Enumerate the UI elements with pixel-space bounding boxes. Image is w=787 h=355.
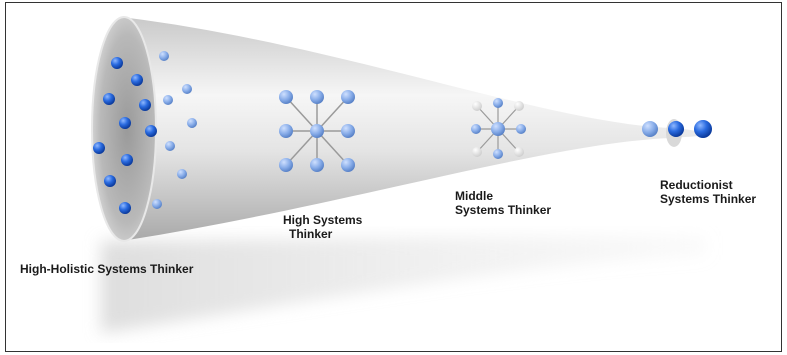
high-systems-network	[279, 90, 355, 172]
diagram-frame: High-Holistic Systems Thinker High Syste…	[5, 2, 782, 352]
holistic-scatter-nodes	[152, 51, 197, 209]
holistic-nodes	[93, 57, 157, 214]
funnel-shadow	[101, 235, 706, 333]
label-reductionist-line1: Reductionist	[660, 178, 733, 192]
label-middle-line1: Middle	[455, 189, 493, 203]
label-reductionist-thinker: Reductionist Systems Thinker	[660, 178, 756, 206]
label-high-line1: High Systems	[283, 213, 363, 227]
label-holistic-text: High-Holistic Systems Thinker	[20, 262, 194, 276]
label-middle-line2: Systems Thinker	[455, 203, 552, 217]
label-holistic-thinker: High-Holistic Systems Thinker	[20, 262, 193, 276]
middle-systems-network	[471, 98, 526, 159]
label-middle-systems-thinker: Middle Systems Thinker	[455, 189, 551, 217]
label-reductionist-line2: Systems Thinker	[660, 192, 757, 206]
funnel-body	[121, 17, 706, 241]
funnel-diagram	[91, 16, 712, 333]
label-high-systems-thinker: High Systems Thinker	[283, 213, 362, 241]
label-high-line2: Thinker	[289, 227, 333, 241]
reductionist-nodes	[642, 120, 712, 138]
